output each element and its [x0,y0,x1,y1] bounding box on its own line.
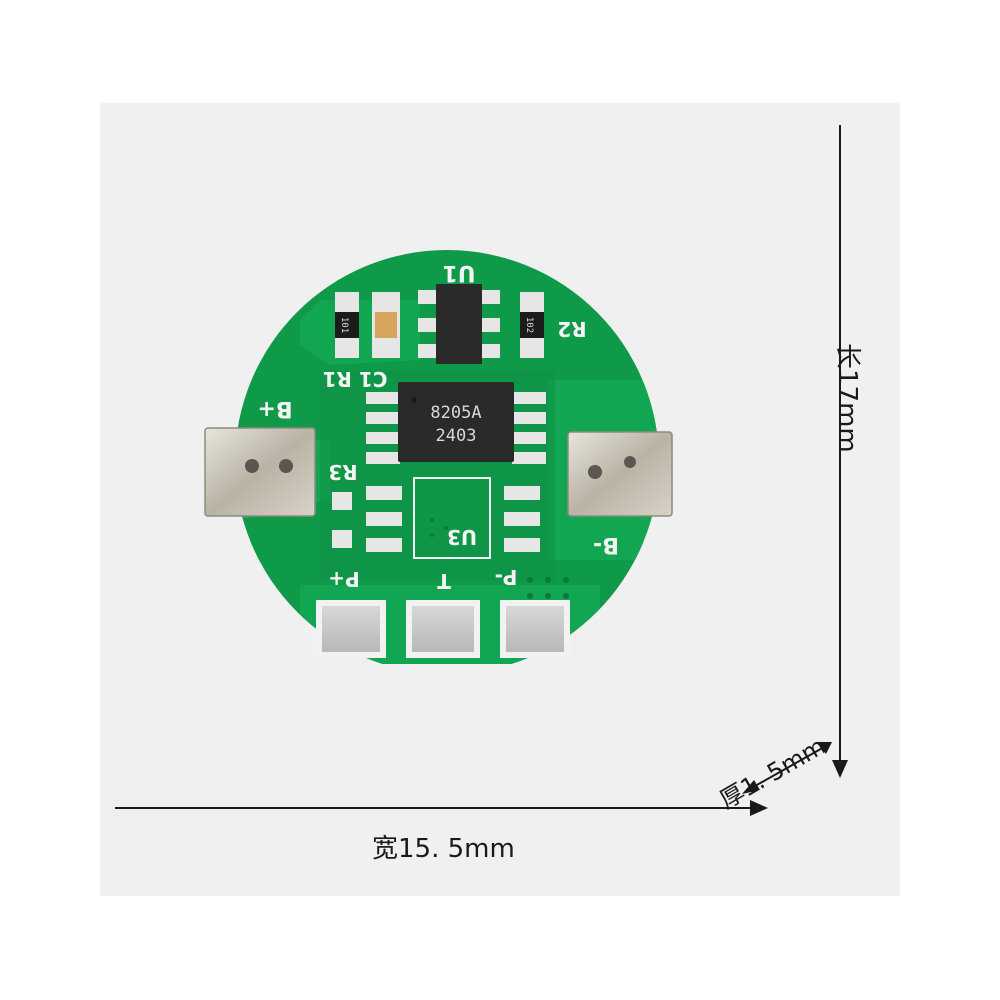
chip-8205a: 8205A 2403 [366,382,546,464]
width-dimension-label: 宽15. 5mm [372,834,515,864]
bottom-pads [316,600,570,658]
resistor-r2: 102 [520,292,544,358]
chip-u1 [418,284,500,364]
resistor-r2-code: 102 [524,317,534,333]
u3-outline [413,477,491,559]
label-r3: R3 [328,460,357,484]
length-dimension-label: 长17mm [832,343,862,453]
tab-b-minus [567,431,673,517]
label-t: T [437,569,451,593]
chip-marking-line2: 2403 [436,426,477,446]
small-pads [332,486,540,552]
resistor-r1: 101 [335,292,359,358]
chip-marking-line1: 8205A [430,403,481,423]
label-u1: U1 [442,260,475,285]
dimension-width-arrow [115,800,768,816]
label-b-plus: B+ [257,396,292,421]
dimension-thickness-arrow [742,742,832,794]
label-u3: U3 [447,525,477,549]
label-r2: R2 [557,317,586,341]
label-c1-r1: C1 R1 [323,367,388,391]
capacitor-c1 [372,292,400,358]
label-p-plus: P+ [328,567,359,591]
label-b-minus: B- [593,532,619,557]
resistor-r1-code: 101 [339,317,349,333]
label-p-minus: P- [495,565,518,589]
tab-b-plus [204,427,316,517]
dimension-length-arrow [832,125,848,778]
